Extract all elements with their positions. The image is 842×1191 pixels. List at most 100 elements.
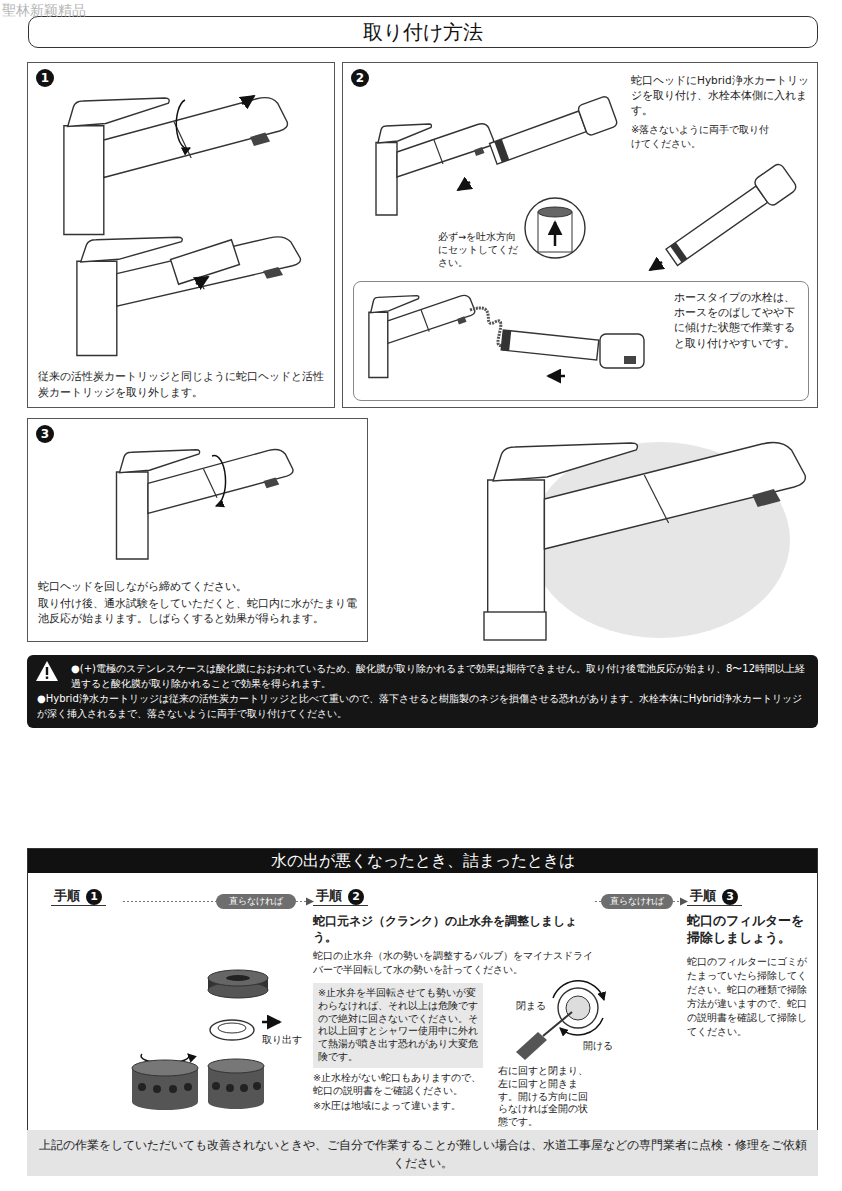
body-text: 蛇口の止水弁（水の勢いを調整するバルブ）をマイナスドライバーで半回転して水の勢い… bbox=[313, 949, 595, 977]
illustration-rect bbox=[46, 667, 48, 675]
illustration-use bbox=[488, 442, 806, 625]
illustration-use bbox=[117, 449, 294, 559]
illustration-g bbox=[501, 330, 599, 360]
note-text: ※止水栓がない蛇口もありますので、蛇口の説明書をご確認ください。 bbox=[313, 1072, 483, 1098]
illustration-path bbox=[554, 222, 557, 246]
step-column: 手順1 bbox=[51, 887, 123, 910]
illustration-circle bbox=[558, 988, 598, 1028]
illustration-circle bbox=[226, 1084, 234, 1092]
step-number: 1 bbox=[86, 889, 102, 905]
illustration-rect bbox=[753, 162, 798, 207]
illustration-rect bbox=[494, 139, 509, 162]
tip-box: ホースタイプの水栓は、ホースをのばしてやや下に傾けた状態で作業すると取り付けやす… bbox=[353, 281, 809, 401]
illustration-rect bbox=[577, 95, 618, 136]
illustration-rect bbox=[600, 334, 644, 368]
watermark: 聖林新颖精品 bbox=[2, 2, 86, 20]
illustration-use bbox=[77, 237, 301, 356]
illustration-ellipse bbox=[208, 1095, 264, 1109]
part-label: 閉まる bbox=[516, 1000, 546, 1013]
illustration-ellipse bbox=[208, 1059, 264, 1073]
step-title: 蛇口のフィルターを掃除しましょう。 bbox=[687, 913, 813, 947]
illustration-path bbox=[470, 308, 502, 346]
illustration-rect bbox=[484, 612, 546, 640]
instruction-text: 取り付け後、通水試験をしていただくと、蛇口内に水がたまり電池反応が始まります。し… bbox=[38, 596, 360, 626]
illustration-rect bbox=[501, 330, 599, 360]
instruction-text: ホースタイプの水栓は、ホースをのばしてやや下に傾けた状態で作業すると取り付けやす… bbox=[674, 290, 804, 351]
illustration-rect bbox=[501, 330, 511, 351]
step-column: 手順2蛇口元ネジ（クランク）の止水弁を調整しましょう。蛇口の止水弁（水の勢いを調… bbox=[313, 887, 595, 1133]
illustration-path bbox=[553, 981, 604, 1000]
pill-text: 直らなければ bbox=[216, 894, 296, 909]
illustration-path bbox=[548, 375, 565, 378]
illustration-circle bbox=[253, 1082, 261, 1090]
illustration-path bbox=[36, 661, 58, 681]
illustration-path bbox=[516, 1032, 547, 1060]
dotted-connector bbox=[673, 901, 687, 902]
illustration-ellipse bbox=[132, 1094, 198, 1110]
illustration-ellipse bbox=[538, 207, 572, 217]
warning-bar: ●(+)電極のステンレスケースは酸化膜におおわれているため、酸化膜が取り除かれる… bbox=[27, 655, 818, 728]
illustration-rect bbox=[624, 356, 636, 364]
illustration-circle bbox=[138, 1083, 146, 1091]
illustration-rect bbox=[670, 242, 687, 262]
illustration-path bbox=[212, 456, 226, 506]
illustration-circle bbox=[525, 198, 585, 258]
pill-text: 直らなければ bbox=[601, 894, 673, 909]
condition-pill: 直らなければ bbox=[216, 894, 296, 909]
trouble-section: 水の出が悪くなったとき、詰まったときは手順1直らなければ手順2蛇口元ネジ（クラン… bbox=[27, 848, 818, 1138]
instruction-text: 蛇口ヘッドを回しながら締めてください。 bbox=[38, 579, 360, 594]
panel-number: 2 bbox=[351, 69, 369, 87]
illustration-circle bbox=[240, 1084, 248, 1092]
instruction-text: 従来の活性炭カートリッジと同じように蛇口ヘッドと活性炭カートリッジを取り外します… bbox=[38, 369, 330, 401]
illustration-g bbox=[488, 95, 618, 169]
warning-text: ●(+)電極のステンレスケースは酸化膜におおわれているため、酸化膜が取り除かれる… bbox=[71, 662, 809, 691]
illustration-rect bbox=[666, 186, 768, 265]
illustration-rect bbox=[538, 212, 572, 252]
caution-note: ※止水弁を半回転させても勢いが変わらなければ、それ以上は危険ですので絶対に回さな… bbox=[313, 983, 483, 1068]
instruction-text: 蛇口ヘッドにHybrid浄水カートリッジを取り付け、水栓本体側に入れます。 bbox=[631, 73, 813, 119]
illustration-use bbox=[376, 124, 494, 215]
condition-pill: 直らなければ bbox=[601, 894, 673, 909]
part-label: 取り出す bbox=[262, 1034, 302, 1047]
dotted-connector bbox=[123, 901, 216, 902]
illustration-use bbox=[64, 98, 288, 235]
panel-number: 1 bbox=[36, 69, 54, 87]
step-panel: 1 従来の活性炭カートリッジと同じように蛇口ヘッドと活性炭カートリッジを取り外しま… bbox=[27, 62, 335, 408]
illustration-line bbox=[543, 1012, 572, 1036]
illustration-circle bbox=[566, 996, 590, 1020]
note-text: ※水圧は地域によって違います。 bbox=[313, 1100, 483, 1113]
panel-number: 3 bbox=[36, 425, 54, 443]
illustration-rect bbox=[171, 240, 240, 285]
warning-icon bbox=[35, 660, 59, 682]
illustration-circle bbox=[153, 1085, 161, 1093]
illustration-path bbox=[196, 277, 208, 284]
illustration-g bbox=[171, 240, 240, 285]
illustration-circle bbox=[169, 1085, 177, 1093]
warning-text: ●Hybrid浄水カートリッジは従来の活性炭カートリッジと比べて重いので、落下さ… bbox=[37, 692, 809, 721]
illustration-rect bbox=[490, 111, 587, 164]
step-title: 蛇口元ネジ（クランク）の止水弁を調整しましょう。 bbox=[313, 913, 595, 945]
illustration-path bbox=[458, 182, 470, 190]
illustration-circle bbox=[212, 1082, 220, 1090]
illustration-path bbox=[262, 1021, 280, 1024]
illustration-circle bbox=[184, 1083, 192, 1091]
step-number: 3 bbox=[722, 889, 738, 905]
illustration-path bbox=[650, 262, 662, 270]
illustration-ellipse bbox=[218, 1023, 246, 1033]
body-text: ※落さないように両手で取り付けてください。 bbox=[631, 123, 771, 151]
step-panel: 3 蛇口ヘッドを回しながら締めてください。取り付け後、通水試験をしていただくと、蛇… bbox=[27, 418, 368, 642]
part-label: 開ける bbox=[583, 1040, 613, 1053]
illustration-path bbox=[560, 1018, 603, 1035]
illustration-ellipse bbox=[226, 975, 250, 981]
illustration-path bbox=[242, 96, 254, 104]
footer-band: 上記の作業をしていただいても改善されないときや、ご自分で作業することが難しい場合… bbox=[27, 1130, 818, 1176]
note-text: 必ず→を吐水方向にセットしてください。 bbox=[438, 231, 520, 269]
note-text: 右に回すと閉まり、左に回すと開きます。開ける方向に回らなければ全開の状態です。 bbox=[498, 1065, 595, 1129]
illustration-rect bbox=[46, 677, 48, 679]
footer-text: 上記の作業をしていただいても改善されないときや、ご自分で作業することが難しい場合… bbox=[37, 1136, 808, 1172]
body-text: 蛇口のフィルターにゴミがたまっていたら掃除してください。蛇口の種類で掃除方法が違… bbox=[687, 955, 813, 1039]
illustration-path bbox=[176, 100, 190, 149]
page-title: 取り付け方法 bbox=[28, 16, 818, 48]
section-header: 水の出が悪くなったとき、詰まったときは bbox=[28, 849, 817, 873]
